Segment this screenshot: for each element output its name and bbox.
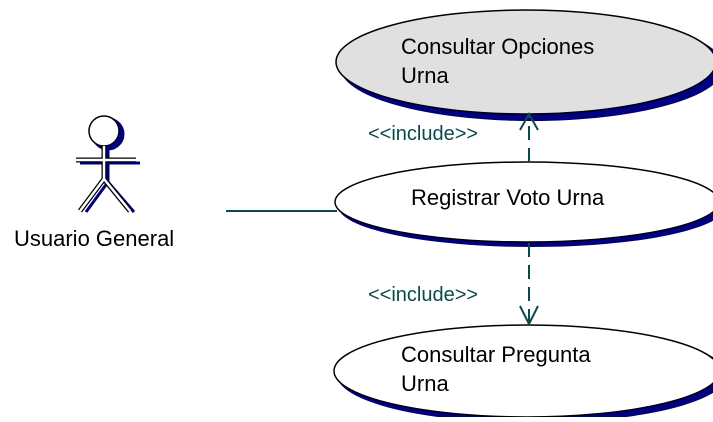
ellipse-body: [333, 324, 713, 418]
include-label: <<include>>: [368, 123, 478, 145]
use-case-consultar-opciones-urna[interactable]: Consultar Opciones Urna: [335, 9, 713, 121]
use-case-label-line2: Urna: [401, 63, 449, 88]
ellipse-body: [335, 9, 713, 115]
arrowhead-icon: [519, 111, 539, 131]
use-case-label: Registrar Voto Urna: [411, 185, 605, 210]
actor-usuario-general[interactable]: Usuario General: [14, 115, 174, 251]
use-case-label-line2: Urna: [401, 371, 449, 396]
include-relation-top[interactable]: <<include>>: [368, 111, 539, 162]
ellipse-body: [334, 161, 713, 243]
stick-figure-icon: [76, 115, 140, 213]
use-case-label-line1: Consultar Pregunta: [401, 342, 591, 367]
include-label: <<include>>: [368, 284, 478, 306]
actor-label: Usuario General: [14, 226, 174, 251]
arrowhead-icon: [519, 305, 539, 327]
use-case-consultar-pregunta-urna[interactable]: Consultar Pregunta Urna: [333, 324, 713, 422]
use-case-label-line1: Consultar Opciones: [401, 34, 594, 59]
include-relation-bottom[interactable]: <<include>>: [368, 243, 539, 327]
use-case-registrar-voto-urna[interactable]: Registrar Voto Urna: [334, 161, 713, 247]
